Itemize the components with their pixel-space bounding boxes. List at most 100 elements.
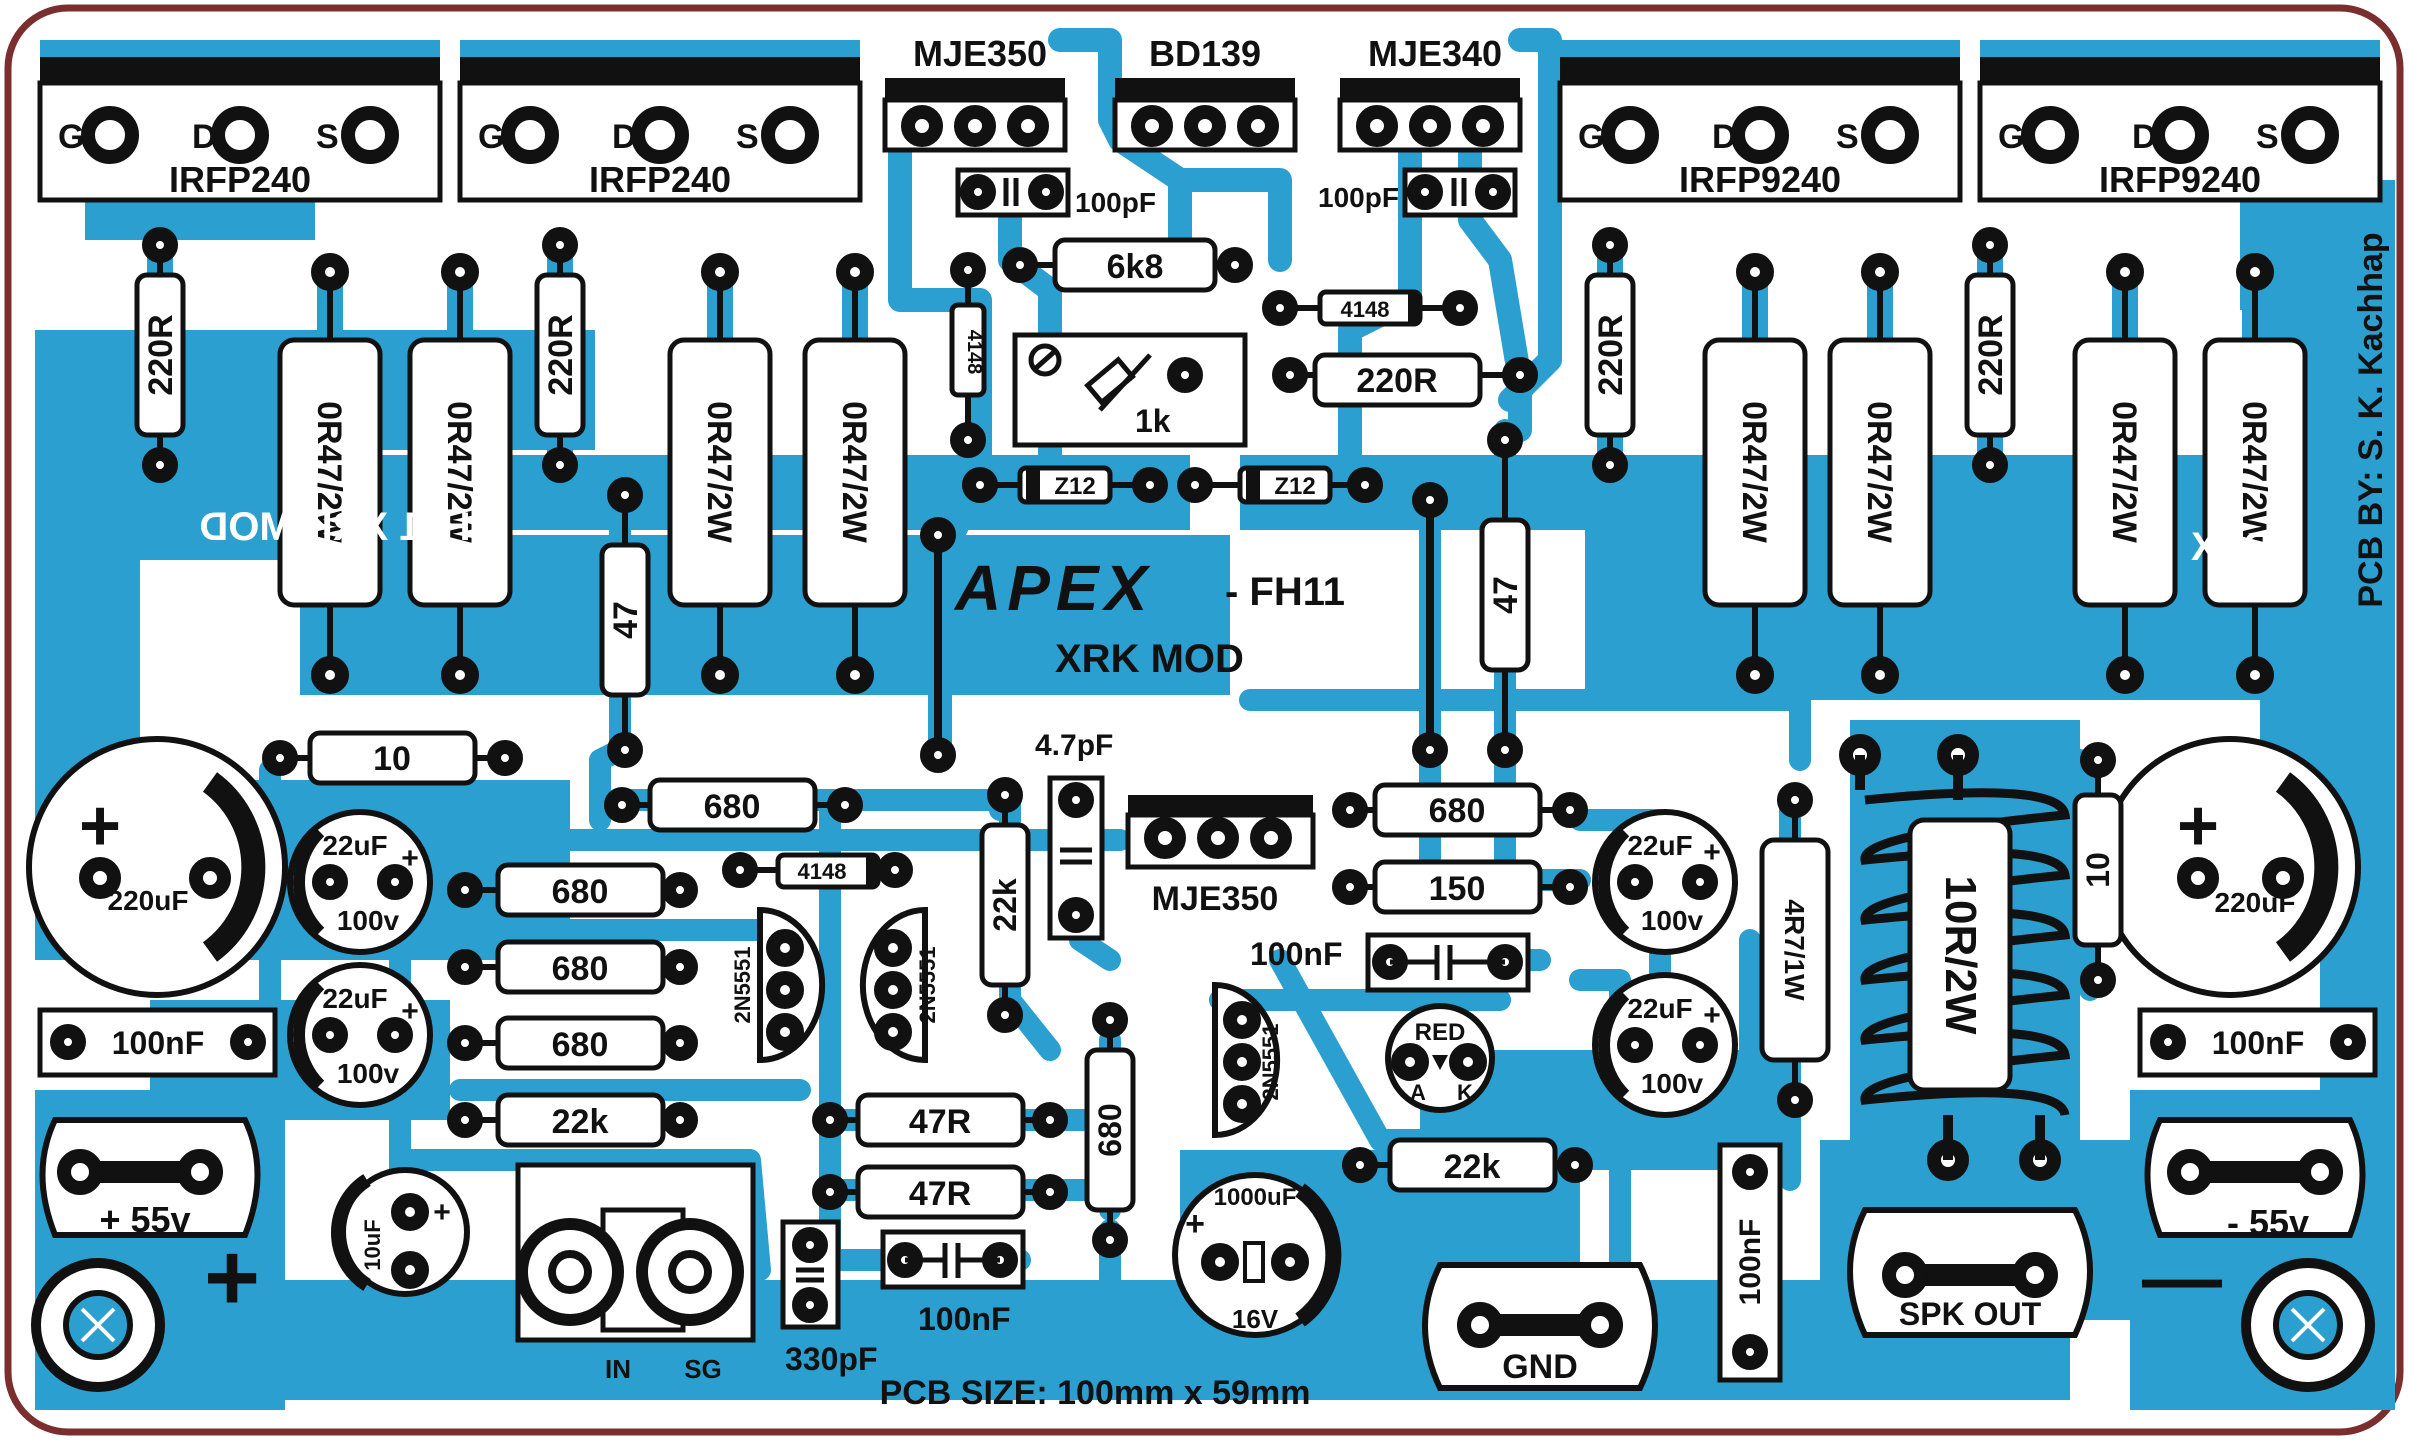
gnd-label: GND [1502, 1348, 1578, 1386]
resistor-label: 22k [987, 878, 1023, 932]
cap-100nf-vertical: 100nF [1717, 1142, 1783, 1383]
resistor-680-a: 680 [604, 777, 863, 833]
cap-22uf-1: 22uF 100v + [287, 809, 433, 955]
diode-label: 4148 [798, 859, 847, 884]
resistor-label: 220R [1972, 314, 2010, 395]
diode-4148-mid: 4148 [722, 852, 913, 890]
mosfet-irfp9240-1: G D S IRFP9240 [1557, 57, 1963, 203]
credit-text: PCB BY: S. K. Kachhap [2352, 232, 2390, 607]
brand-logo: APEX - FH11 XRK MOD [953, 552, 1345, 681]
resistor-or47-8: 0R47/2W [2202, 253, 2308, 694]
pcb-size-text: PCB SIZE: 100mm x 59mm [880, 1374, 1311, 1412]
pin-g: G [1578, 118, 1604, 156]
cap-100nf-right: 100nF [2137, 1007, 2378, 1078]
transistor-mje350-top: MJE350 [882, 33, 1068, 153]
cap-voltage: 16V [1232, 1304, 1279, 1334]
resistor-47-right: 47 [1479, 422, 1531, 768]
cap-label: 100nF [112, 1025, 204, 1061]
cap-220uf-right: + 220uF [2099, 736, 2361, 998]
pot-label: 1k [1135, 403, 1171, 439]
resistor-or47-7: 0R47/2W [2072, 253, 2178, 694]
plus-mark: + [1703, 836, 1721, 869]
resistor-22k-c: 22k [1342, 1137, 1593, 1193]
cap-label: 100nF [2212, 1025, 2304, 1061]
cap-100nf-left: 100nF [37, 1007, 278, 1078]
cap-label: 22uF [1627, 993, 1692, 1024]
transistor-mje350-mid: MJE350 [1125, 795, 1316, 918]
resistor-or47-4: 0R47/2W [802, 253, 908, 694]
mounting-hole-left [31, 1258, 165, 1392]
resistor-label: 22k [552, 1103, 609, 1141]
transistor-label: MJE340 [1368, 33, 1502, 74]
plus-mark: + [1185, 1205, 1205, 1243]
resistor-or47-6: 0R47/2W [1827, 253, 1933, 694]
transistor-label: 2N5551 [915, 946, 940, 1023]
resistor-label: 220R [542, 314, 580, 395]
brand-sub: XRK MOD [1055, 637, 1244, 681]
zener-left: Z12 [962, 465, 1168, 505]
resistor-680-vertical: 680 [1084, 1002, 1136, 1258]
resistor-label: 220R [1356, 362, 1437, 400]
plus-mark: + [401, 995, 419, 1028]
resistor-label: 47 [607, 601, 645, 639]
led-anode-label: A [1410, 1080, 1426, 1105]
cap-4p7pf: 4.7pF [1035, 729, 1113, 941]
resistor-680-b: 680 [1332, 782, 1588, 838]
resistor-or47-1: 0R47/2W [277, 253, 383, 694]
plus-mark: + [79, 786, 121, 866]
in-label: IN [605, 1354, 631, 1384]
cap-label: 4.7pF [1035, 729, 1113, 762]
resistor-label: 22k [1444, 1148, 1501, 1186]
cap-label: 100pF [1318, 182, 1399, 213]
resistor-22k-vertical: 22k [979, 777, 1031, 1033]
power-terminal-positive: + 55v [39, 1117, 261, 1240]
cap-1000uf: 1000uF 16V + [1172, 1172, 1342, 1338]
led-cathode-label: K [1457, 1080, 1473, 1105]
resistor-10-left: 10 [262, 730, 523, 786]
resistor-label: 0R47/2W [835, 401, 873, 544]
spk-label: SPK OUT [1899, 1296, 2042, 1332]
resistor-gate-4: 220R [1964, 227, 2016, 483]
resistor-label: 47 [1487, 576, 1525, 614]
resistor-or47-3: 0R47/2W [667, 253, 773, 694]
cap-label: 220uF [2215, 887, 2296, 918]
pin-g: G [1998, 118, 2024, 156]
gnd-terminal: GND [1422, 1262, 1658, 1391]
led-label: RED [1415, 1019, 1466, 1046]
led-red: RED A K [1385, 1003, 1495, 1113]
cap-100nf-mid: 100nF [1250, 932, 1531, 993]
pin-d: D [192, 118, 217, 156]
cap-100nf-bottom: 100nF [880, 1229, 1026, 1337]
pin-d: D [612, 118, 637, 156]
cap-voltage: 100v [337, 905, 400, 936]
plus-mark: + [401, 842, 419, 875]
cap-100pf-right: 100pF [1318, 167, 1518, 218]
trimpot-1k: 1k [1012, 332, 1248, 448]
diode-4148-top: 4148 [1262, 289, 1478, 327]
resistor-gate-2: 220R [534, 227, 586, 483]
cap-10uf: 10uF + [330, 1167, 470, 1297]
resistor-label: 680 [552, 873, 609, 911]
resistor-label: 0R47/2W [2105, 401, 2143, 544]
input-connector: IN SG [515, 1162, 756, 1384]
resistor-4r7: 4R7/1W [1759, 782, 1831, 1118]
plus-mark: + [2177, 786, 2219, 866]
zener-label: Z12 [1274, 473, 1315, 500]
resistor-label: 680 [704, 788, 761, 826]
cap-voltage: 100v [1641, 1068, 1704, 1099]
resistor-label: 680 [1092, 1103, 1128, 1156]
cap-label: 22uF [322, 830, 387, 861]
mosfet-label: IRFP9240 [2099, 159, 2261, 200]
resistor-150: 150 [1332, 859, 1588, 915]
cap-label: 22uF [1627, 830, 1692, 861]
resistor-label: 6k8 [1107, 248, 1164, 286]
cap-22uf-4: 22uF 100v + [1592, 972, 1738, 1118]
mosfet-irfp240-1: G D S IRFP240 [37, 57, 443, 203]
resistor-label: 150 [1429, 870, 1486, 908]
cap-22uf-2: 22uF 100v + [287, 962, 433, 1108]
pin-d: D [2132, 118, 2157, 156]
resistor-label: 680 [552, 950, 609, 988]
resistor-label: 0R47/2W [440, 401, 478, 544]
resistor-label: 10R/2W [1936, 876, 1985, 1035]
mosfet-label: IRFP240 [169, 159, 311, 200]
